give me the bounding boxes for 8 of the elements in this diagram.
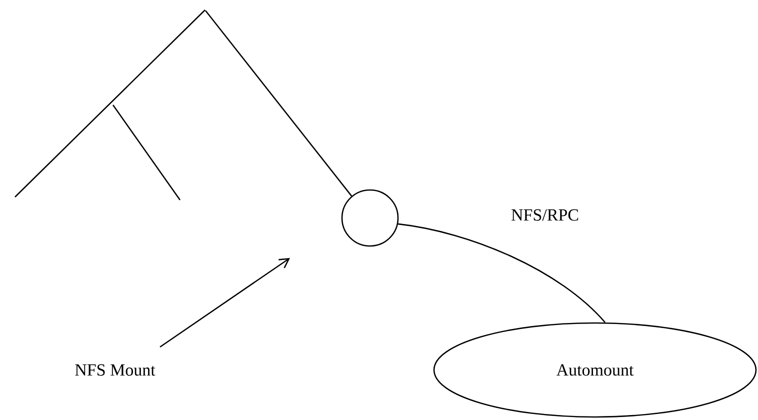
connector-line [205,10,352,196]
circle-node [341,189,399,247]
text-label: NFS Mount [75,364,156,376]
connector-line [398,223,606,323]
ellipse-node: Automount [433,322,757,418]
edge-label: NFS/RPC [508,207,582,223]
tree-drawing [14,10,206,200]
arrow [160,258,290,348]
